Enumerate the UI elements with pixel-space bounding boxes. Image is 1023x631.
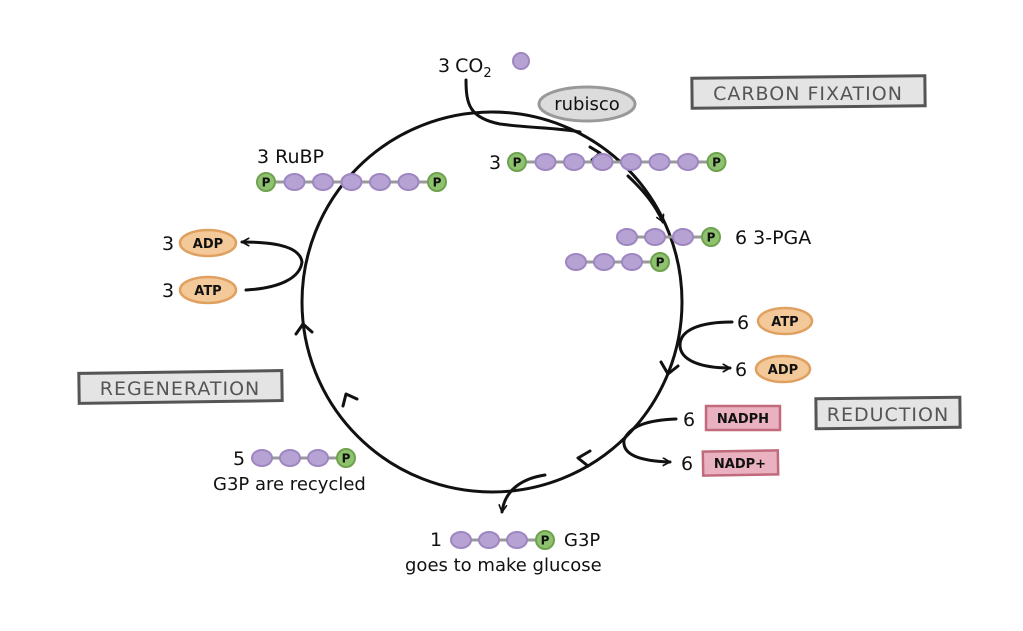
carbon-atom-icon xyxy=(565,253,587,271)
nadp-tag: NADP+ xyxy=(701,449,780,477)
carbon-atom-icon xyxy=(307,449,329,467)
svg-text:REGENERATION: REGENERATION xyxy=(100,378,260,400)
output-count: 1 xyxy=(430,529,442,551)
svg-text:P: P xyxy=(712,156,721,170)
phosphate-group-icon: P xyxy=(336,448,356,468)
carbon-atom-icon xyxy=(283,173,306,191)
regen-atp-pill: ATP xyxy=(178,275,238,305)
phosphate-group-icon: P xyxy=(701,227,721,247)
co2-entry-arrow xyxy=(464,78,582,134)
output-caption: goes to make glucose xyxy=(405,555,602,576)
svg-text:rubisco: rubisco xyxy=(554,94,620,115)
phase-label-reduction: REDUCTION xyxy=(814,395,962,431)
svg-text:ADP: ADP xyxy=(193,237,223,252)
pga-label: 6 3-PGA xyxy=(735,227,811,249)
intermediate-count: 3 xyxy=(489,152,501,174)
nadph-count: 6 xyxy=(683,409,695,431)
carbon-atom-icon xyxy=(251,449,273,467)
regen-atp-count: 3 xyxy=(162,280,174,302)
regen-adp-count: 3 xyxy=(162,233,174,255)
split-arrow xyxy=(626,174,665,224)
recycled-g3p-molecule: P xyxy=(251,448,356,468)
carbon-atom-icon xyxy=(620,153,642,171)
svg-text:ADP: ADP xyxy=(768,363,798,378)
carbon-atom-icon xyxy=(340,173,363,191)
svg-text:ATP: ATP xyxy=(194,284,221,299)
rubisco-enzyme-badge: rubisco xyxy=(537,85,637,123)
phosphate-group-icon: P xyxy=(256,172,276,192)
phase-label-carbon-fixation: CARBON FIXATION xyxy=(690,74,927,110)
atp-to-adp-arrow xyxy=(678,320,734,368)
regen-adp-pill: ADP xyxy=(178,228,238,258)
carbon-atom-icon xyxy=(397,173,420,191)
carbon-atom-icon xyxy=(506,531,528,549)
carbon-atom-icon xyxy=(312,173,334,191)
carbon-atom-icon xyxy=(677,153,699,171)
phosphate-group-icon: P xyxy=(427,172,447,192)
rubp-label: 3 RuBP xyxy=(257,146,324,168)
svg-text:P: P xyxy=(513,156,522,170)
svg-text:REDUCTION: REDUCTION xyxy=(827,404,949,426)
cycle-loop xyxy=(300,110,684,494)
svg-text:P: P xyxy=(707,231,716,245)
phosphate-group-icon: P xyxy=(650,252,670,272)
carbon-atom-icon xyxy=(591,153,614,171)
carbon-atom-icon xyxy=(369,173,391,191)
reduction-adp-pill: ADP xyxy=(754,354,812,384)
carbon-atom-icon xyxy=(478,531,500,549)
reduction-atp-pill: ATP xyxy=(756,306,814,336)
carbon-atom-icon xyxy=(648,153,671,171)
svg-text:P: P xyxy=(433,176,442,190)
nadph-tag: NADPH xyxy=(704,404,782,432)
carbon-atom-icon xyxy=(279,449,301,467)
pga-molecule: P xyxy=(565,252,670,272)
carbon-atom-icon xyxy=(563,153,585,171)
carbon-atom-icon xyxy=(616,228,638,246)
svg-text:P: P xyxy=(342,452,351,466)
pga-molecule: P xyxy=(616,227,721,247)
svg-text:P: P xyxy=(262,176,271,190)
direction-arrow-icon xyxy=(659,360,680,376)
nadp-count: 6 xyxy=(681,453,693,475)
direction-arrow-icon xyxy=(576,449,592,468)
output-g3p-molecule: P xyxy=(450,530,555,550)
carbon-atom-icon xyxy=(593,253,615,271)
carbon-atom-icon xyxy=(621,253,643,271)
phosphate-group-icon: P xyxy=(535,530,555,550)
svg-text:CARBON FIXATION: CARBON FIXATION xyxy=(713,83,903,105)
carbon-atom-icon xyxy=(672,228,694,246)
svg-text:NADP+: NADP+ xyxy=(714,457,766,472)
output-label: G3P xyxy=(564,530,600,551)
nadph-to-nadp-arrow xyxy=(622,417,678,462)
regen-atp-to-adp-arrow xyxy=(240,242,304,292)
svg-text:P: P xyxy=(656,256,665,270)
g3p-exit-arrow xyxy=(502,473,547,514)
reduction-adp-count: 6 xyxy=(735,359,747,381)
phase-label-regeneration: REGENERATION xyxy=(77,369,284,405)
phosphate-group-icon: P xyxy=(507,152,527,172)
svg-text:ATP: ATP xyxy=(771,315,798,330)
recycled-caption: G3P are recycled xyxy=(213,474,366,495)
phosphate-group-icon: P xyxy=(706,152,727,172)
recycled-count: 5 xyxy=(233,448,245,470)
svg-text:P: P xyxy=(541,534,550,548)
direction-arrow-icon xyxy=(294,322,314,336)
carbon-atom-icon xyxy=(644,228,666,246)
direction-arrow-icon xyxy=(341,392,359,408)
svg-text:NADPH: NADPH xyxy=(717,412,769,427)
carbon-atom-icon xyxy=(534,153,557,171)
reduction-atp-count: 6 xyxy=(737,312,749,334)
co2-carbon-icon xyxy=(512,52,530,70)
carbon-atom-icon xyxy=(450,531,472,549)
